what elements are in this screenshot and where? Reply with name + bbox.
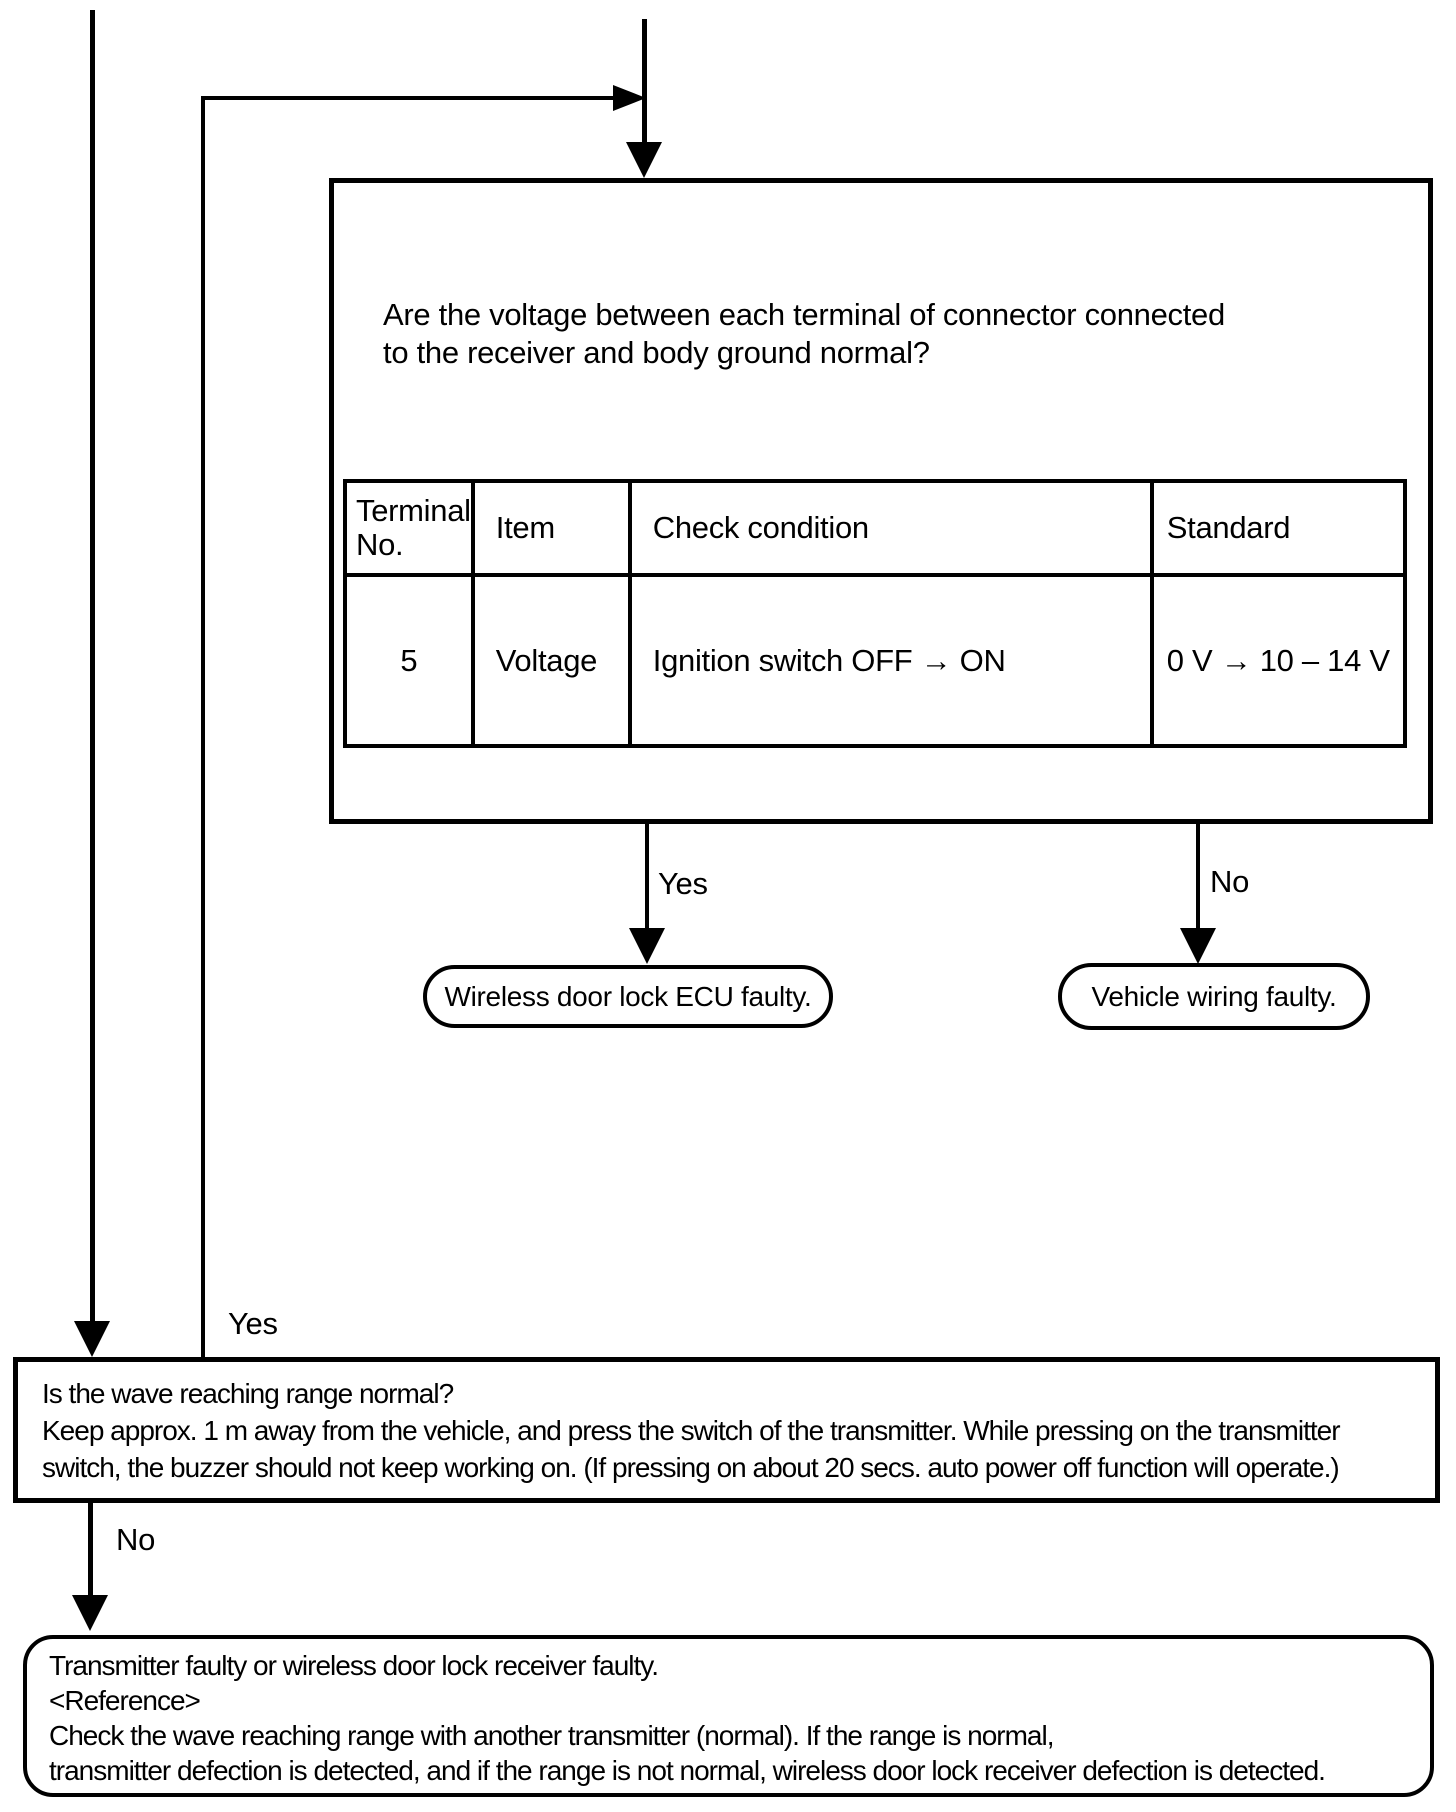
no-branch-label: No bbox=[1210, 864, 1250, 899]
header-terminal-no: Terminal No. bbox=[343, 479, 475, 577]
voltage-question-line1: Are the voltage between each terminal of… bbox=[383, 297, 1225, 332]
result-vehicle-wiring-faulty-text: Vehicle wiring faulty. bbox=[1091, 980, 1337, 1012]
yes-branch-line bbox=[645, 824, 649, 930]
voltage-question-line2: to the receiver and body ground normal? bbox=[383, 335, 930, 370]
cell-check-condition: Ignition switch OFF → ON bbox=[627, 573, 1154, 748]
yes-branch-arrowhead-icon bbox=[629, 928, 665, 964]
wave-question-line1: Is the wave reaching range normal? bbox=[42, 1378, 454, 1409]
table-data-row: 5 Voltage Ignition switch OFF → ON 0 V →… bbox=[343, 573, 1407, 748]
header-item: Item bbox=[470, 479, 632, 577]
main-flow-arrowhead-icon bbox=[74, 1321, 110, 1357]
main-flow-line bbox=[90, 10, 95, 1324]
cell-item: Voltage bbox=[470, 573, 632, 748]
header-check-condition: Check condition bbox=[627, 479, 1154, 577]
feedback-yes-label: Yes bbox=[228, 1306, 278, 1341]
wave-no-arrowhead-icon bbox=[72, 1595, 108, 1631]
transmitter-result-line2: <Reference> bbox=[49, 1685, 201, 1716]
terminal-check-table: Terminal No. Item Check condition Standa… bbox=[343, 479, 1407, 748]
feedback-line-vertical bbox=[201, 96, 205, 1357]
feedback-arrowhead-icon bbox=[613, 85, 646, 111]
result-vehicle-wiring-faulty: Vehicle wiring faulty. bbox=[1058, 963, 1370, 1030]
no-branch-arrowhead-icon bbox=[1180, 928, 1216, 964]
wave-question-line3: switch, the buzzer should not keep worki… bbox=[42, 1452, 1340, 1483]
result-transmitter-faulty: Transmitter faulty or wireless door lock… bbox=[23, 1635, 1434, 1797]
wave-range-question-box: Is the wave reaching range normal? Keep … bbox=[13, 1357, 1440, 1503]
wave-no-line bbox=[88, 1503, 93, 1597]
result-ecu-faulty-text: Wireless door lock ECU faulty. bbox=[444, 980, 812, 1012]
entry-arrowhead-icon bbox=[626, 142, 662, 178]
transmitter-result-line3: Check the wave reaching range with anoth… bbox=[49, 1720, 1055, 1751]
wave-question-line2: Keep approx. 1 m away from the vehicle, … bbox=[42, 1415, 1341, 1446]
no-branch-line bbox=[1196, 824, 1200, 930]
header-standard: Standard bbox=[1149, 479, 1407, 577]
yes-branch-label: Yes bbox=[658, 866, 708, 901]
feedback-line-horizontal bbox=[201, 96, 615, 100]
entry-line bbox=[642, 19, 647, 146]
cell-standard: 0 V → 10 – 14 V bbox=[1149, 573, 1407, 748]
result-ecu-faulty: Wireless door lock ECU faulty. bbox=[423, 965, 833, 1028]
transmitter-result-line4: transmitter defection is detected, and i… bbox=[49, 1755, 1326, 1786]
cell-terminal-no: 5 bbox=[343, 573, 475, 748]
wave-no-label: No bbox=[116, 1522, 156, 1557]
table-header-row: Terminal No. Item Check condition Standa… bbox=[343, 479, 1407, 577]
transmitter-result-line1: Transmitter faulty or wireless door lock… bbox=[49, 1650, 659, 1681]
